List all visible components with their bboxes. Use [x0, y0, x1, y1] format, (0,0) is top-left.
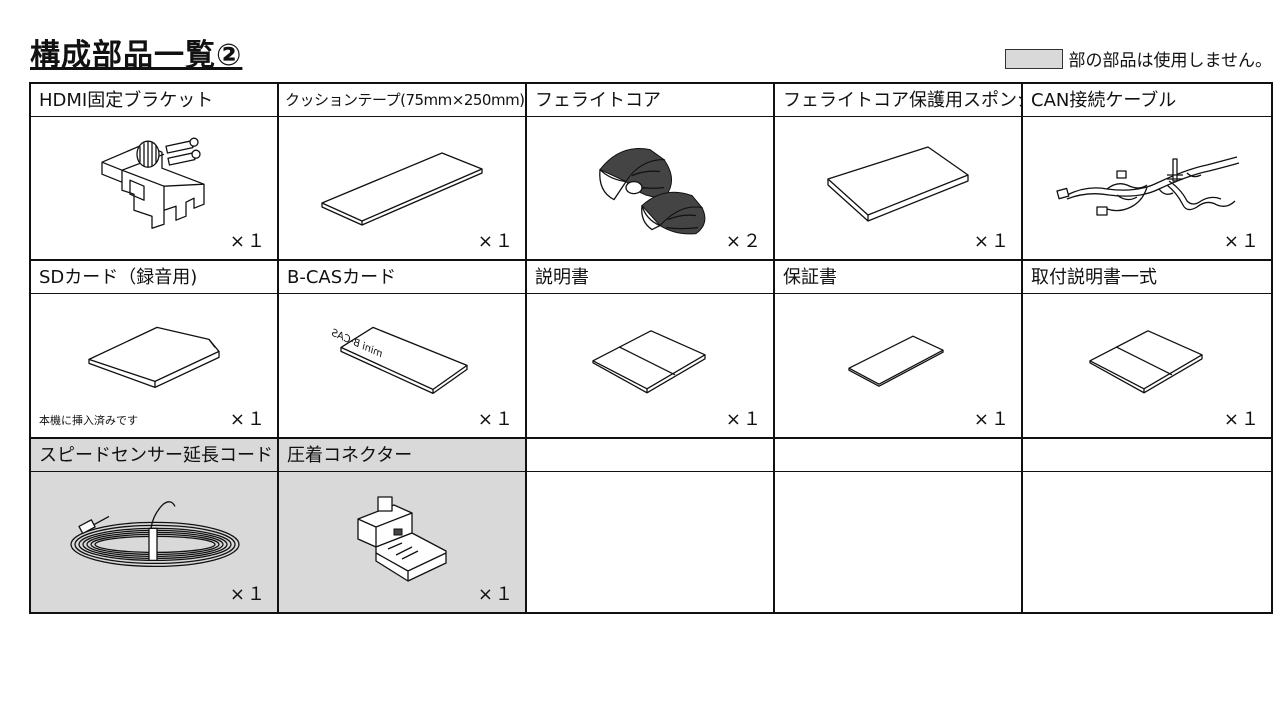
part-label: HDMI固定ブラケット — [31, 84, 277, 117]
legend-swatch — [1004, 48, 1063, 69]
warranty-icon — [848, 335, 944, 387]
part-cell: 保証書 ×１ — [775, 261, 1023, 439]
part-qty: ×１ — [973, 409, 1011, 430]
part-label: SDカード（録音用) — [31, 261, 277, 294]
part-cell: クッションテープ(75mm×250mm) ×１ — [279, 84, 527, 261]
part-cell: フェライトコア ×２ — [527, 84, 775, 261]
part-cell-unused: スピードセンサー延長コード ×１ — [31, 439, 279, 612]
part-qty: ×１ — [477, 584, 515, 605]
empty-cell — [1023, 439, 1271, 612]
hdmi-bracket-icon — [101, 137, 205, 229]
sd-card-icon — [88, 326, 220, 389]
part-qty: ×１ — [477, 231, 515, 252]
part-label: 圧着コネクター — [279, 439, 525, 472]
can-cable-icon — [1056, 155, 1240, 216]
part-cell: SDカード（録音用) 本機に挿入済みです ×１ — [31, 261, 279, 439]
crimp-connector-icon — [357, 495, 447, 582]
part-label: 説明書 — [527, 261, 773, 294]
sponge-icon — [827, 145, 969, 222]
part-cell: CAN接続ケーブル ×１ — [1023, 84, 1271, 261]
part-label: フェライトコア — [527, 84, 773, 117]
part-qty: ×１ — [1223, 231, 1261, 252]
empty-label — [1023, 439, 1271, 472]
legend: 部の部品は使用しません。 — [1004, 46, 1273, 71]
part-qty: ×１ — [973, 231, 1011, 252]
part-qty: ×１ — [477, 409, 515, 430]
empty-cell — [775, 439, 1023, 612]
part-cell: 取付説明書一式 ×１ — [1023, 261, 1271, 439]
part-cell: フェライトコア保護用スポンジ ×１ — [775, 84, 1023, 261]
empty-cell — [527, 439, 775, 612]
part-label: フェライトコア保護用スポンジ — [775, 84, 1021, 117]
speed-sensor-cord-icon — [70, 500, 240, 567]
page-title: 構成部品一覧② — [30, 38, 243, 73]
part-label: クッションテープ(75mm×250mm) — [279, 84, 525, 117]
part-cell: HDMI固定ブラケット ×１ — [31, 84, 279, 261]
empty-label — [527, 439, 773, 472]
part-cell-unused: 圧着コネクター ×１ — [279, 439, 527, 612]
part-label: スピードセンサー延長コード — [31, 439, 277, 472]
part-note: 本機に挿入済みです — [39, 414, 138, 427]
part-label: 保証書 — [775, 261, 1021, 294]
part-label: B-CASカード — [279, 261, 525, 294]
part-qty: ×２ — [725, 231, 763, 252]
part-label: 取付説明書一式 — [1023, 261, 1271, 294]
ferrite-core-icon — [599, 147, 706, 234]
part-qty: ×１ — [725, 409, 763, 430]
install-manual-icon — [1089, 330, 1203, 394]
parts-table: HDMI固定ブラケット ×１ クッションテープ(75mm×250mm) — [29, 82, 1273, 614]
manual-icon — [592, 330, 706, 394]
bcas-card-icon: mini B-CAS — [329, 326, 468, 395]
part-qty: ×１ — [229, 584, 267, 605]
part-cell: B-CASカード mini B-CAS ×１ — [279, 261, 527, 439]
part-qty: ×１ — [1223, 409, 1261, 430]
part-qty: ×１ — [229, 409, 267, 430]
part-qty: ×１ — [229, 231, 267, 252]
cushion-tape-icon — [321, 151, 483, 226]
part-cell: 説明書 ×１ — [527, 261, 775, 439]
empty-label — [775, 439, 1021, 472]
legend-text: 部の部品は使用しません。 — [1068, 51, 1273, 71]
part-label: CAN接続ケーブル — [1023, 84, 1271, 117]
